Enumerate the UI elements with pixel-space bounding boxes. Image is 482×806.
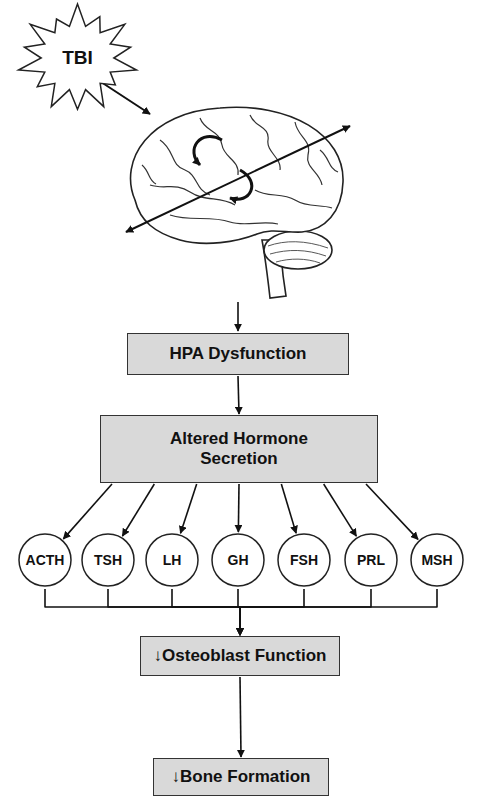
rotation-arrow <box>194 137 222 165</box>
process-box: ↓Osteoblast Function <box>140 636 340 676</box>
connector-arrow <box>238 376 239 414</box>
hormone-label: ACTH <box>26 552 65 568</box>
circle-shape <box>345 534 397 586</box>
connector-arrow <box>108 589 240 635</box>
circle-shape <box>278 534 330 586</box>
cerebellum-folds <box>268 242 328 263</box>
hormone-circle: ACTH <box>18 533 72 587</box>
brain-drawing <box>131 107 344 298</box>
process-box: ↓Bone Formation <box>153 758 329 796</box>
impact-starburst: TBI <box>15 2 140 114</box>
hormone-label: PRL <box>357 552 385 568</box>
connector-arrow <box>238 484 240 532</box>
circle-shape <box>146 534 198 586</box>
hormone-label: TSH <box>94 552 122 568</box>
starburst-shape <box>19 4 137 109</box>
connector-arrow <box>63 484 112 539</box>
rotation-axis-arrow <box>126 126 350 232</box>
process-box: Altered Hormone Secretion <box>100 415 378 483</box>
connector-arrow <box>240 589 371 635</box>
impact-arrow <box>98 80 150 114</box>
hormone-circle: LH <box>145 533 199 587</box>
node-label: ↓Bone Formation <box>172 767 311 787</box>
node-label: ↓Osteoblast Function <box>154 646 327 666</box>
connector-arrow <box>181 484 197 533</box>
hormone-circle: FSH <box>277 533 331 587</box>
node-label: HPA Dysfunction <box>170 344 307 364</box>
node-label: Altered Hormone Secretion <box>152 429 327 468</box>
connector-arrow <box>172 589 240 635</box>
hormone-label: GH <box>228 552 249 568</box>
hormone-circle: TSH <box>81 533 135 587</box>
connector-arrow <box>240 677 241 757</box>
hormone-circle: MSH <box>410 533 464 587</box>
connector-arrow <box>240 589 437 635</box>
hormone-label: MSH <box>421 552 452 568</box>
rotation-arrow <box>230 170 252 199</box>
connector-arrow <box>366 484 418 539</box>
connector-arrow <box>281 484 296 533</box>
flow-arrow <box>237 302 239 331</box>
connector-arrow <box>122 484 154 536</box>
circle-shape <box>19 534 71 586</box>
connector-arrow <box>45 589 240 635</box>
hormone-circle: GH <box>211 533 265 587</box>
circle-shape <box>411 534 463 586</box>
connector-arrow <box>240 589 304 635</box>
hormone-circle: PRL <box>344 533 398 587</box>
connector-arrow <box>324 484 357 536</box>
circle-shape <box>82 534 134 586</box>
brain-gyri <box>142 115 338 224</box>
hormone-label: FSH <box>290 552 318 568</box>
node-label: TBI <box>62 47 93 69</box>
hormone-label: LH <box>163 552 182 568</box>
circle-shape <box>212 534 264 586</box>
process-box: HPA Dysfunction <box>127 333 349 375</box>
